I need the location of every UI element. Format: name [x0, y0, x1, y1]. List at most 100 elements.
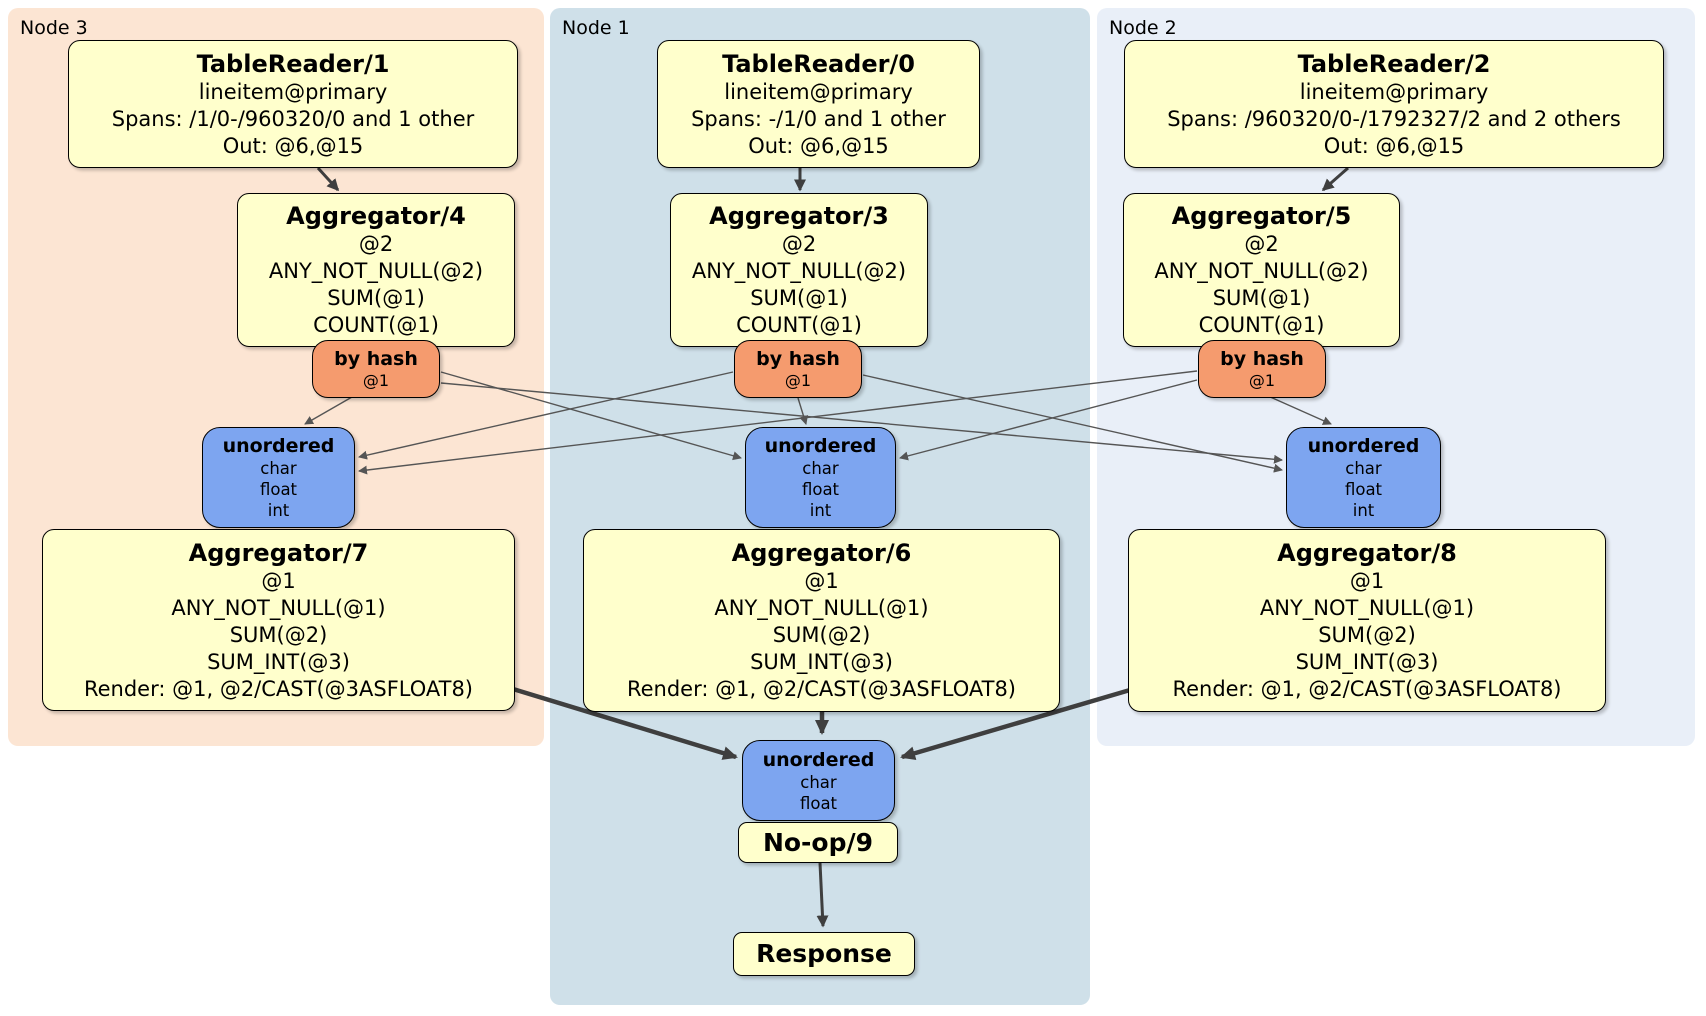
- box-line: ANY_NOT_NULL(@2): [691, 259, 907, 283]
- box-sync-unordered-6: unordered char float int: [745, 427, 896, 528]
- box-router-hash-3: by hash@1: [734, 340, 862, 398]
- edge-router-hash-4-to-sync-unordered-6: [440, 371, 742, 461]
- box-title: by hash: [756, 347, 840, 370]
- box-line: @2: [358, 232, 394, 256]
- box-line: int: [1352, 501, 1375, 520]
- box-line: Out: @6,@15: [748, 133, 889, 158]
- box-line: float: [801, 480, 840, 499]
- edge-tablereader1-to-aggregator4: [316, 166, 340, 192]
- box-line: SUM_INT(@3): [750, 650, 893, 674]
- box-line: COUNT(@1): [313, 313, 439, 337]
- edge-aggregator7-to-sync-unordered-9: [512, 686, 738, 760]
- box-sync-unordered-7: unordered char float int: [202, 427, 355, 528]
- box-line: Render: @1, @2/CAST(@3ASFLOAT8): [626, 677, 1017, 701]
- box-line: float: [259, 480, 298, 499]
- edge-router-hash-3-to-sync-unordered-8: [862, 374, 1283, 473]
- box-line: @1: [784, 370, 812, 390]
- box-line: ANY_NOT_NULL(@2): [268, 259, 484, 283]
- box-title: TableReader/1: [196, 49, 390, 78]
- box-title: unordered: [222, 435, 335, 457]
- box-line: SUM(@1): [750, 286, 848, 310]
- box-line: @2: [781, 232, 817, 256]
- box-line: @1: [1349, 569, 1385, 593]
- box-line: Spans: /1/0-/960320/0 and 1 other: [111, 106, 475, 131]
- edge-router-hash-3-to-sync-unordered-7: [358, 371, 734, 460]
- box-line: SUM(@1): [1212, 286, 1311, 310]
- box-router-hash-4: by hash@1: [312, 340, 440, 398]
- box-line: @1: [804, 569, 839, 593]
- box-title: TableReader/0: [722, 49, 915, 78]
- box-title: Aggregator/8: [1277, 539, 1457, 567]
- box-line: SUM(@1): [327, 286, 425, 310]
- box-title: by hash: [1220, 347, 1304, 370]
- box-line: SUM(@2): [1318, 623, 1416, 647]
- box-line: Spans: /960320/0-/1792327/2 and 2 others: [1167, 106, 1621, 131]
- box-line: COUNT(@1): [736, 313, 862, 337]
- box-line: char: [802, 459, 839, 478]
- box-line: lineitem@primary: [724, 79, 913, 104]
- box-router-hash-5: by hash@1: [1198, 340, 1326, 398]
- edge-aggregator8-to-sync-unordered-9: [900, 687, 1131, 761]
- box-title: unordered: [1307, 435, 1420, 457]
- box-line: @1: [362, 370, 390, 390]
- box-title: unordered: [762, 748, 875, 771]
- box-title: No-op/9: [762, 827, 874, 857]
- box-title: Aggregator/6: [731, 539, 912, 567]
- box-line: ANY_NOT_NULL(@1): [714, 596, 929, 620]
- edge-router-hash-3-to-sync-unordered-6: [797, 397, 808, 425]
- box-line: COUNT(@1): [1198, 313, 1325, 337]
- box-line: SUM(@2): [772, 623, 871, 647]
- box-title: Aggregator/7: [188, 538, 369, 567]
- box-title: Aggregator/4: [286, 202, 466, 230]
- box-response: Response: [733, 932, 915, 976]
- box-line: float: [1344, 480, 1383, 499]
- box-line: lineitem@primary: [198, 79, 388, 104]
- edge-router-hash-4-to-sync-unordered-8: [440, 382, 1283, 464]
- box-line: Render: @1, @2/CAST(@3ASFLOAT8): [1172, 677, 1562, 701]
- box-title: Aggregator/3: [709, 202, 889, 230]
- box-title: TableReader/2: [1297, 49, 1491, 78]
- box-title: unordered: [764, 435, 877, 457]
- box-line: Out: @6,@15: [222, 133, 364, 158]
- edge-router-hash-5-to-sync-unordered-8: [1267, 395, 1332, 425]
- edge-router-hash-5-to-sync-unordered-6: [899, 379, 1198, 461]
- box-line: int: [809, 501, 832, 520]
- node-label-node2: Node 2: [1109, 17, 1177, 39]
- box-line: char: [1345, 459, 1382, 478]
- box-title: Aggregator/5: [1171, 202, 1352, 230]
- box-line: Spans: -/1/0 and 1 other: [691, 106, 946, 131]
- box-line: char: [800, 772, 837, 792]
- box-title: Response: [756, 939, 892, 968]
- box-line: SUM_INT(@3): [1295, 650, 1439, 674]
- box-line: lineitem@primary: [1299, 79, 1489, 104]
- box-line: SUM(@2): [229, 622, 328, 647]
- box-line: int: [267, 501, 290, 520]
- node-label-node1: Node 1: [562, 17, 630, 39]
- box-line: ANY_NOT_NULL(@1): [171, 595, 386, 620]
- box-line: float: [799, 793, 838, 813]
- box-line: SUM_INT(@3): [207, 649, 350, 674]
- box-title: by hash: [334, 347, 418, 370]
- box-noop9: No-op/9: [738, 822, 898, 863]
- box-sync-unordered-8: unordered char float int: [1286, 427, 1441, 528]
- box-line: @1: [1248, 370, 1276, 390]
- box-line: char: [260, 459, 297, 478]
- node-label-node3: Node 3: [20, 17, 88, 39]
- edge-router-hash-4-to-sync-unordered-7: [304, 396, 353, 425]
- box-line: @1: [261, 568, 296, 593]
- edge-noop9-to-response: [816, 862, 829, 928]
- box-line: @2: [1244, 232, 1279, 256]
- box-line: Render: @1, @2/CAST(@3ASFLOAT8): [83, 676, 474, 701]
- box-line: ANY_NOT_NULL(@2): [1154, 259, 1369, 283]
- edge-tablereader2-to-aggregator5: [1321, 166, 1349, 192]
